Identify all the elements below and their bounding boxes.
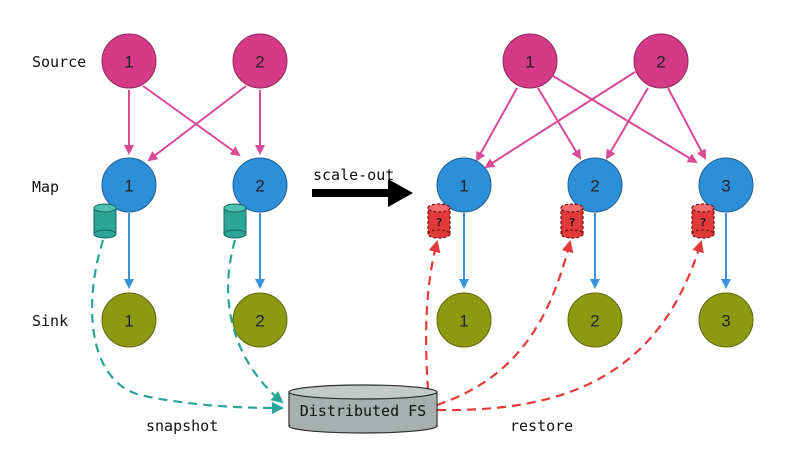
storage-label: Distributed FS (300, 402, 426, 420)
source-node-before-2: 2 (232, 33, 288, 89)
svg-text:3: 3 (721, 312, 730, 331)
svg-text:1: 1 (124, 177, 133, 196)
svg-text:1: 1 (459, 312, 468, 331)
restore-label: restore (510, 417, 573, 435)
edges-before (124, 85, 265, 289)
restore-flow-3 (436, 240, 704, 412)
sink-node-after-2: 2 (567, 292, 623, 348)
edges-after (459, 71, 731, 289)
state-cylinder-before-2 (223, 203, 247, 239)
map-node-before-1: 1 (101, 157, 157, 213)
svg-text:3: 3 (721, 177, 730, 196)
distributed-fs-storage: Distributed FS (288, 384, 438, 434)
edge-r-source1-map2 (537, 87, 582, 160)
edge-r-source1-map1 (476, 87, 518, 162)
unknown-state-cylinder-1: ? (427, 203, 451, 239)
svg-text:?: ? (436, 216, 443, 229)
snapshot-label: snapshot (146, 417, 218, 435)
svg-text:1: 1 (124, 53, 133, 72)
row-label-source: Source (32, 53, 86, 71)
state-cylinder-before-1 (93, 203, 117, 239)
source-node-after-1: 1 (502, 33, 558, 89)
edge-r-source1-map3 (552, 75, 698, 164)
svg-text:1: 1 (459, 177, 468, 196)
map-node-after-2: 2 (567, 157, 623, 213)
snapshot-flow-1 (91, 239, 284, 414)
edge-r-source2-map1 (484, 71, 636, 169)
edge-r-source2-map3 (667, 87, 706, 160)
source-node-after-2: 2 (633, 33, 689, 89)
restore-flow-1 (424, 240, 441, 391)
svg-text:2: 2 (255, 53, 264, 72)
restore-flow-2 (436, 240, 574, 407)
row-label-sink: Sink (32, 312, 68, 330)
svg-text:2: 2 (590, 312, 599, 331)
svg-text:1: 1 (124, 312, 133, 331)
scale-out-label: scale-out (313, 166, 394, 184)
edge-source1-map2 (142, 85, 241, 157)
source-node-before-1: 1 (101, 33, 157, 89)
sink-node-after-1: 1 (436, 292, 492, 348)
edge-r-source2-map2 (605, 87, 649, 160)
svg-text:2: 2 (656, 53, 665, 72)
svg-text:1: 1 (525, 53, 534, 72)
sink-node-before-2: 2 (232, 292, 288, 348)
map-node-before-2: 2 (232, 157, 288, 213)
edge-source2-map1 (147, 85, 247, 162)
svg-text:?: ? (569, 216, 576, 229)
svg-text:2: 2 (255, 312, 264, 331)
unknown-state-cylinder-3: ? (691, 203, 715, 239)
svg-text:2: 2 (255, 177, 264, 196)
unknown-state-cylinder-2: ? (560, 203, 584, 239)
sink-node-before-1: 1 (101, 292, 157, 348)
svg-text:?: ? (700, 216, 707, 229)
map-node-after-1: 1 (436, 157, 492, 213)
scale-out-arrow (312, 179, 413, 207)
svg-text:2: 2 (590, 177, 599, 196)
map-node-after-3: 3 (698, 157, 754, 213)
row-label-map: Map (32, 178, 59, 196)
sink-node-after-3: 3 (698, 292, 754, 348)
snapshot-flow-2 (227, 239, 284, 404)
